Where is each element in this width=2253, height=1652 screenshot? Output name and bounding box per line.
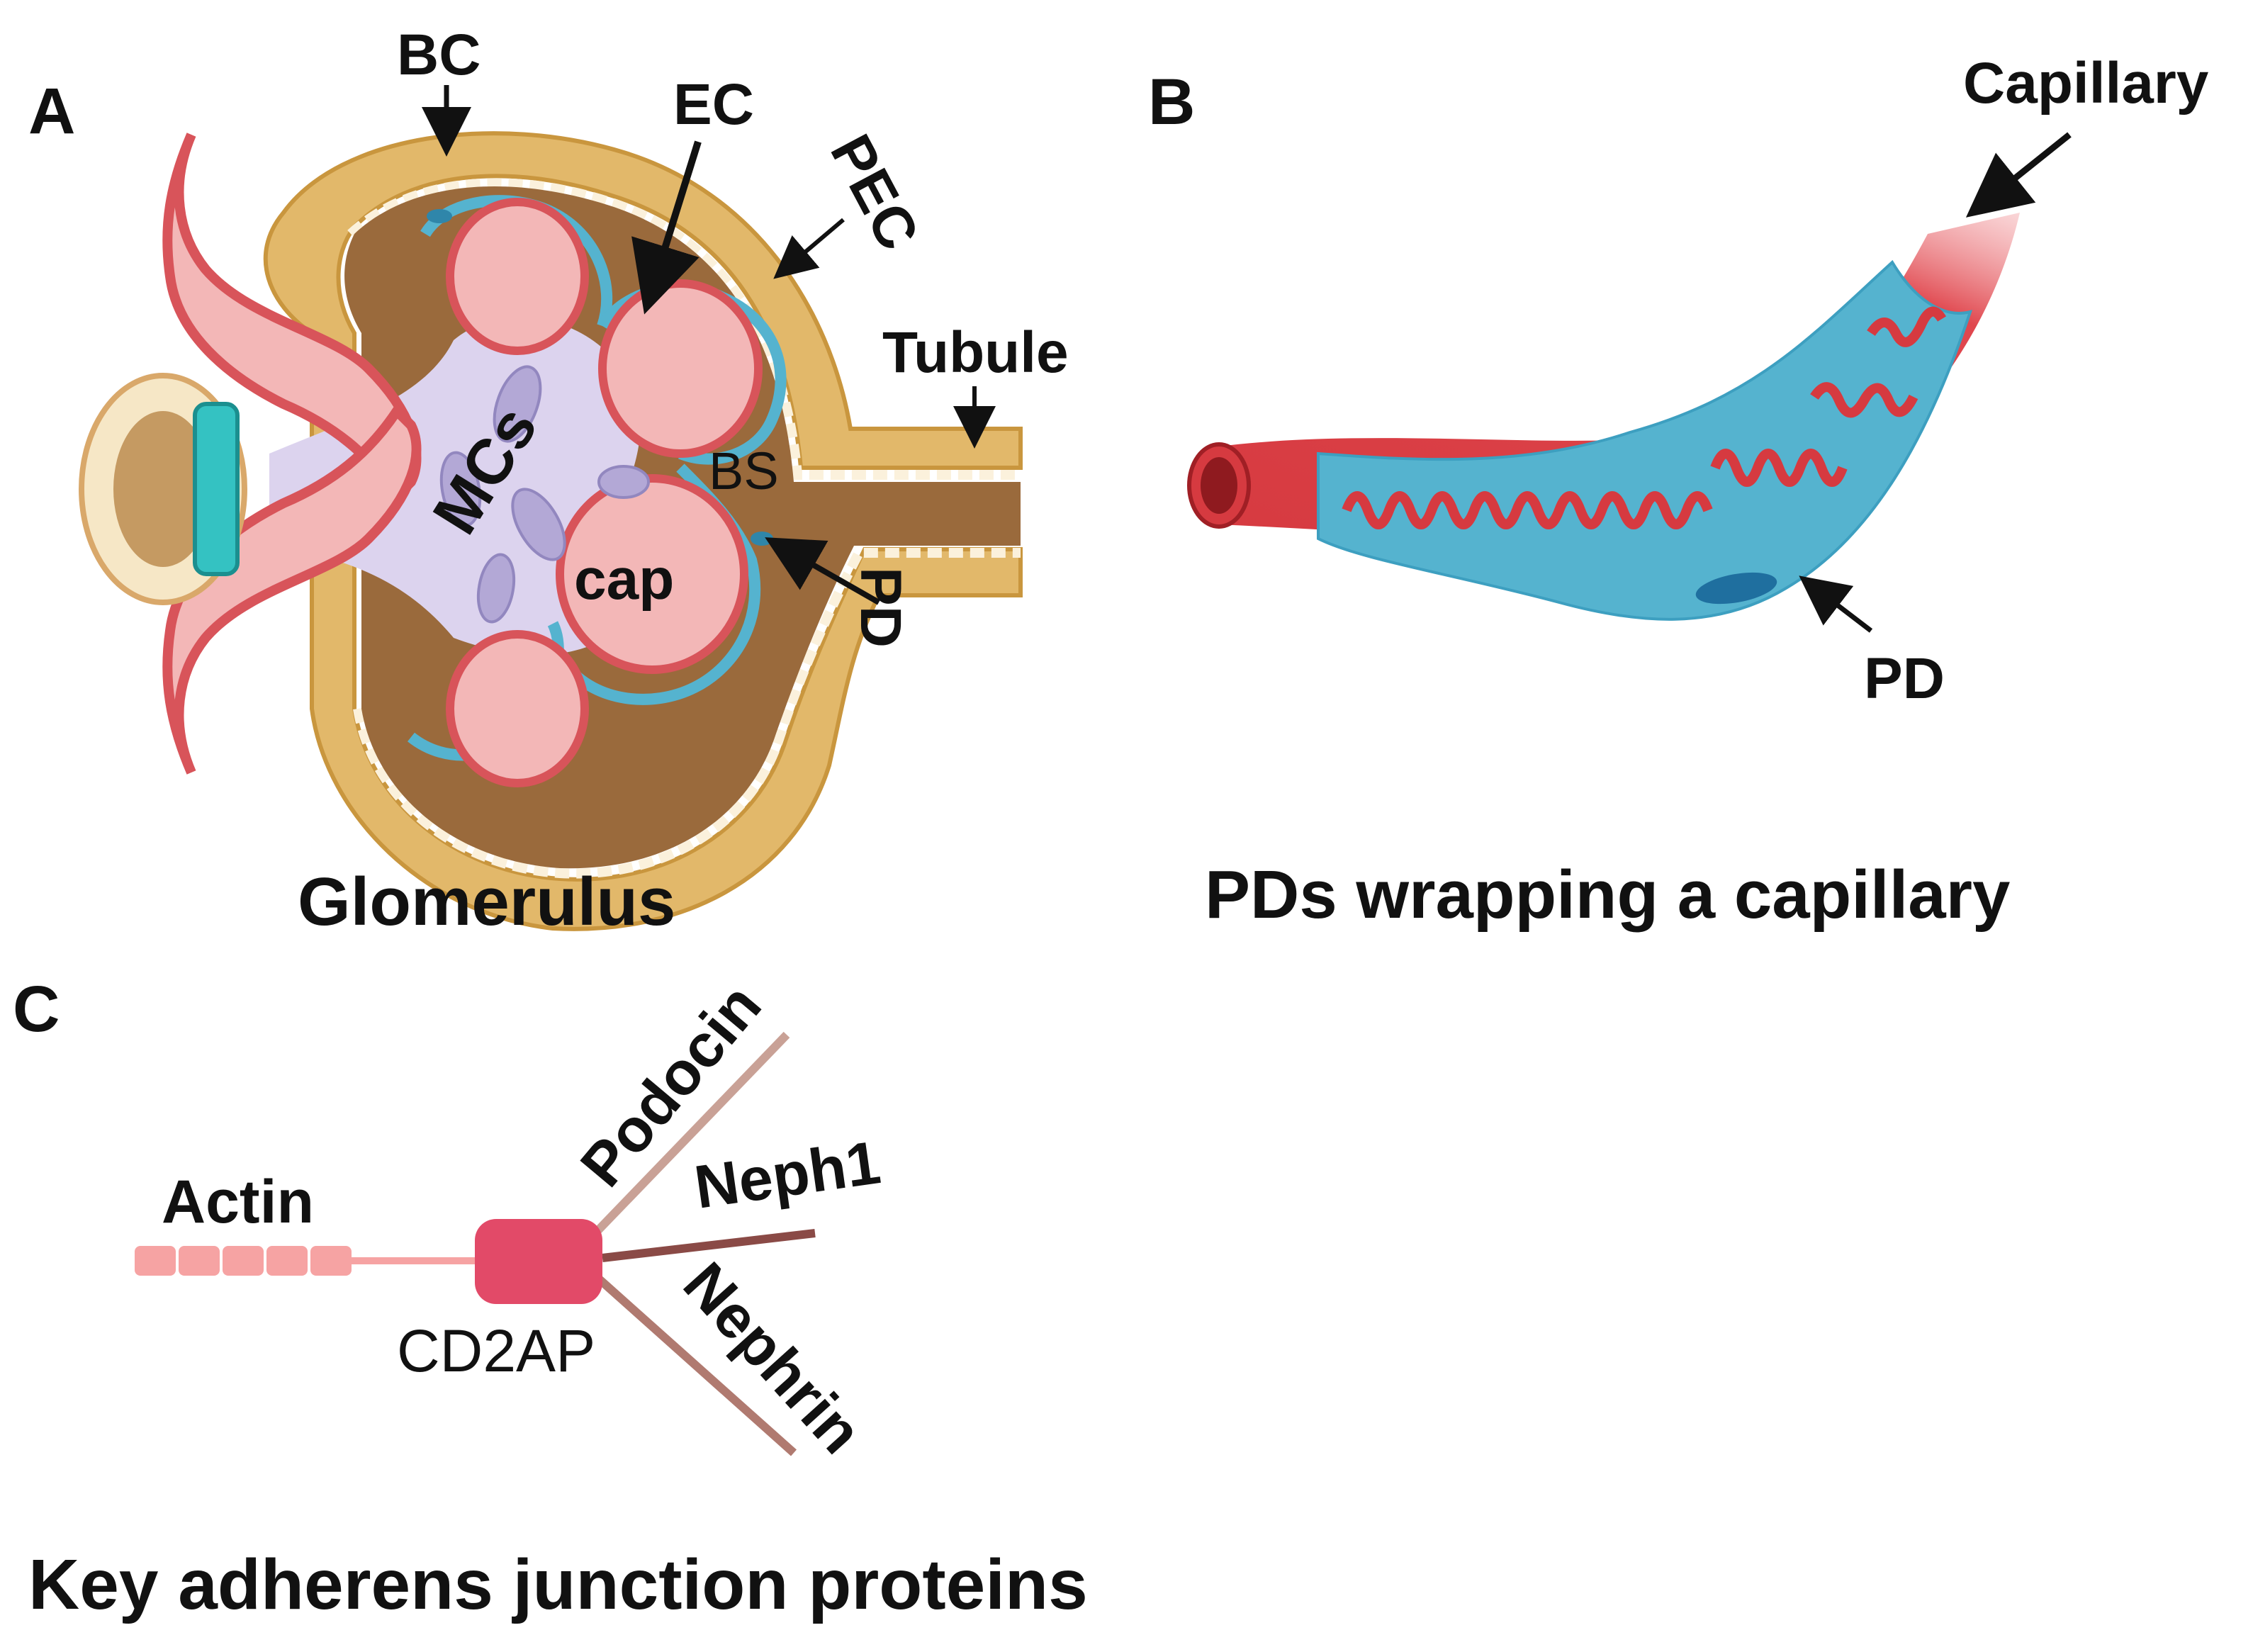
panel-b: B Capillary PD PDs wrapping a capillary bbox=[1148, 51, 2209, 933]
label-capillary: Capillary bbox=[1963, 51, 2209, 116]
foot-processes bbox=[1342, 491, 1713, 529]
label-ec: EC bbox=[673, 72, 754, 137]
panel-c-letter: C bbox=[13, 973, 60, 1045]
panel-c-title: Key adherens junction proteins bbox=[28, 1545, 1088, 1624]
podocyte-nucleus bbox=[1695, 572, 1777, 605]
label-cap: cap bbox=[574, 547, 674, 612]
macula-densa bbox=[79, 373, 247, 605]
arrow-pd-b bbox=[1799, 575, 1873, 633]
arrow-pec bbox=[773, 218, 845, 279]
nephrin-line bbox=[592, 1272, 797, 1456]
panel-a: A bbox=[28, 23, 1069, 940]
label-tubule: Tubule bbox=[882, 320, 1069, 385]
label-pec: PEC bbox=[818, 125, 931, 261]
label-cd2ap: CD2AP bbox=[397, 1317, 595, 1384]
cd2ap-block bbox=[475, 1219, 602, 1304]
capillary-loop-lower-right bbox=[556, 474, 748, 674]
label-pd-b: PD bbox=[1864, 646, 1945, 711]
mesangial-cells bbox=[439, 365, 650, 624]
arterioles bbox=[162, 133, 422, 775]
panel-b-title: PDs wrapping a capillary bbox=[1205, 857, 2010, 933]
label-actin: Actin bbox=[162, 1168, 314, 1236]
arrow-capillary bbox=[1965, 132, 2072, 218]
actin-filament bbox=[135, 1246, 482, 1276]
bowmans-capsule bbox=[263, 131, 1023, 931]
label-bs: BS bbox=[709, 442, 779, 500]
capillary-loop-upper-right bbox=[598, 279, 763, 458]
label-bc: BC bbox=[397, 23, 481, 87]
podocin-line bbox=[592, 1031, 790, 1237]
capillary-loop-bottom bbox=[446, 630, 589, 787]
glomerular-capillaries bbox=[446, 198, 763, 787]
panel-c: C Actin CD2AP Podocin Neph1 Nephrin Key … bbox=[13, 972, 1088, 1624]
neph1-line bbox=[602, 1229, 816, 1262]
panel-a-title: Glomerulus bbox=[298, 864, 675, 940]
panel-b-letter: B bbox=[1148, 66, 1195, 138]
podocyte-cell bbox=[1317, 259, 1973, 621]
panel-a-letter: A bbox=[28, 75, 75, 147]
label-pd-a: PD bbox=[848, 567, 913, 648]
arrow-ec bbox=[631, 140, 702, 315]
label-neph1: Neph1 bbox=[690, 1128, 884, 1222]
capillary-loop-top bbox=[446, 198, 589, 355]
arrow-pd-a bbox=[765, 537, 880, 605]
